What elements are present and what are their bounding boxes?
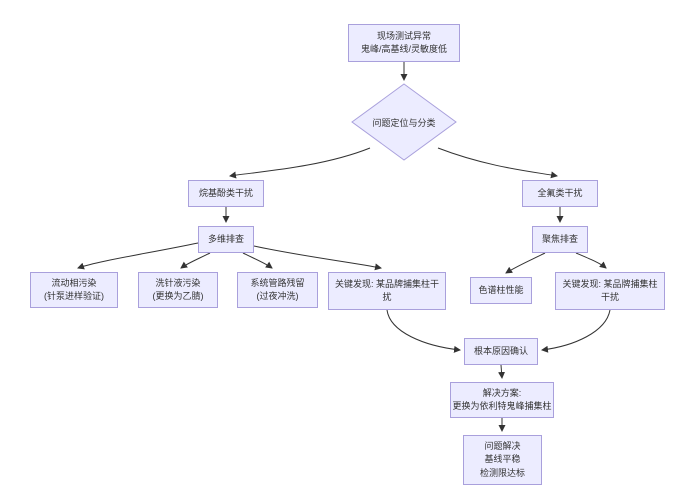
- node-column-perf-label: 色谱柱性能: [478, 284, 524, 295]
- edge-multi-check-to-key-finding-left: [253, 245, 382, 271]
- node-perfluoro-label: 全氟类干扰: [537, 187, 583, 198]
- edge-classify-to-alkylphenol: [229, 147, 371, 179]
- node-field-test-line2: 鬼峰/高基线/灵敏度低: [360, 44, 447, 54]
- node-needle-wash: 洗针液污染 (更换为乙腈): [138, 272, 218, 308]
- edge-focus-check-to-key-finding-right: [575, 252, 607, 269]
- node-system-line-line1: 系统管路残留: [250, 277, 305, 288]
- node-classify: 问题定位与分类: [352, 110, 456, 134]
- edge-key-finding-right-to-root-cause: [541, 309, 611, 353]
- node-focus-check: 聚焦排查: [532, 226, 588, 253]
- edge-key-finding-left-to-root-cause: [386, 309, 461, 353]
- node-system-line-line2: (过夜冲洗): [256, 291, 299, 301]
- node-resolved-line2: 基线平稳: [484, 454, 521, 465]
- node-column-perf: 色谱柱性能: [470, 277, 532, 304]
- node-solution-line2: 更换为依利特鬼峰捕集柱: [452, 401, 552, 411]
- classify-diamond-shape: [351, 83, 457, 161]
- node-resolved: 问题解决 基线平稳 检测限达标: [463, 435, 542, 485]
- node-resolved-line3: 检测限达标: [479, 467, 525, 478]
- node-alkylphenol: 烷基酚类干扰: [188, 180, 264, 207]
- node-focus-check-label: 聚焦排查: [541, 233, 578, 244]
- node-multi-check: 多维排查: [198, 226, 254, 253]
- node-key-finding-right-label: 关键发现: 某品牌捕集柱干扰: [562, 278, 658, 303]
- node-key-finding-right: 关键发现: 某品牌捕集柱干扰: [555, 272, 665, 310]
- node-needle-wash-line2: (更换为乙腈): [152, 291, 204, 301]
- node-needle-wash-line1: 洗针液污染: [155, 277, 201, 288]
- node-field-test-line1: 现场测试异常: [376, 30, 431, 41]
- edge-root-cause-to-solution: [498, 364, 506, 379]
- edge-focus-check-to-column-perf: [505, 252, 546, 274]
- node-mobile-phase-line2: (针泵进样验证): [44, 291, 104, 301]
- node-multi-check-label: 多维排查: [207, 233, 244, 244]
- node-key-finding-left: 关键发现: 某品牌捕集柱干扰: [328, 272, 446, 310]
- node-solution: 解决方案: 更换为依利特鬼峰捕集柱: [450, 382, 554, 418]
- edge-multi-check-to-system-line: [242, 252, 273, 269]
- node-system-line: 系统管路残留 (过夜冲洗): [237, 272, 318, 308]
- node-root-cause: 根本原因确认: [464, 338, 538, 365]
- edge-classify-to-perfluoro: [437, 147, 558, 179]
- node-mobile-phase: 流动相污染 (针泵进样验证): [30, 272, 118, 308]
- node-field-test: 现场测试异常 鬼峰/高基线/灵敏度低: [348, 24, 460, 62]
- edge-multi-check-to-mobile-phase: [77, 242, 199, 270]
- node-perfluoro: 全氟类干扰: [522, 180, 598, 207]
- node-key-finding-left-label: 关键发现: 某品牌捕集柱干扰: [334, 278, 439, 303]
- node-solution-line1: 解决方案:: [482, 387, 522, 398]
- node-mobile-phase-line1: 流动相污染: [51, 277, 97, 288]
- node-alkylphenol-label: 烷基酚类干扰: [198, 187, 253, 198]
- node-root-cause-label: 根本原因确认: [473, 345, 528, 356]
- edge-multi-check-to-needle-wash: [180, 252, 211, 269]
- node-resolved-line1: 问题解决: [484, 440, 521, 451]
- node-classify-label: 问题定位与分类: [372, 117, 436, 128]
